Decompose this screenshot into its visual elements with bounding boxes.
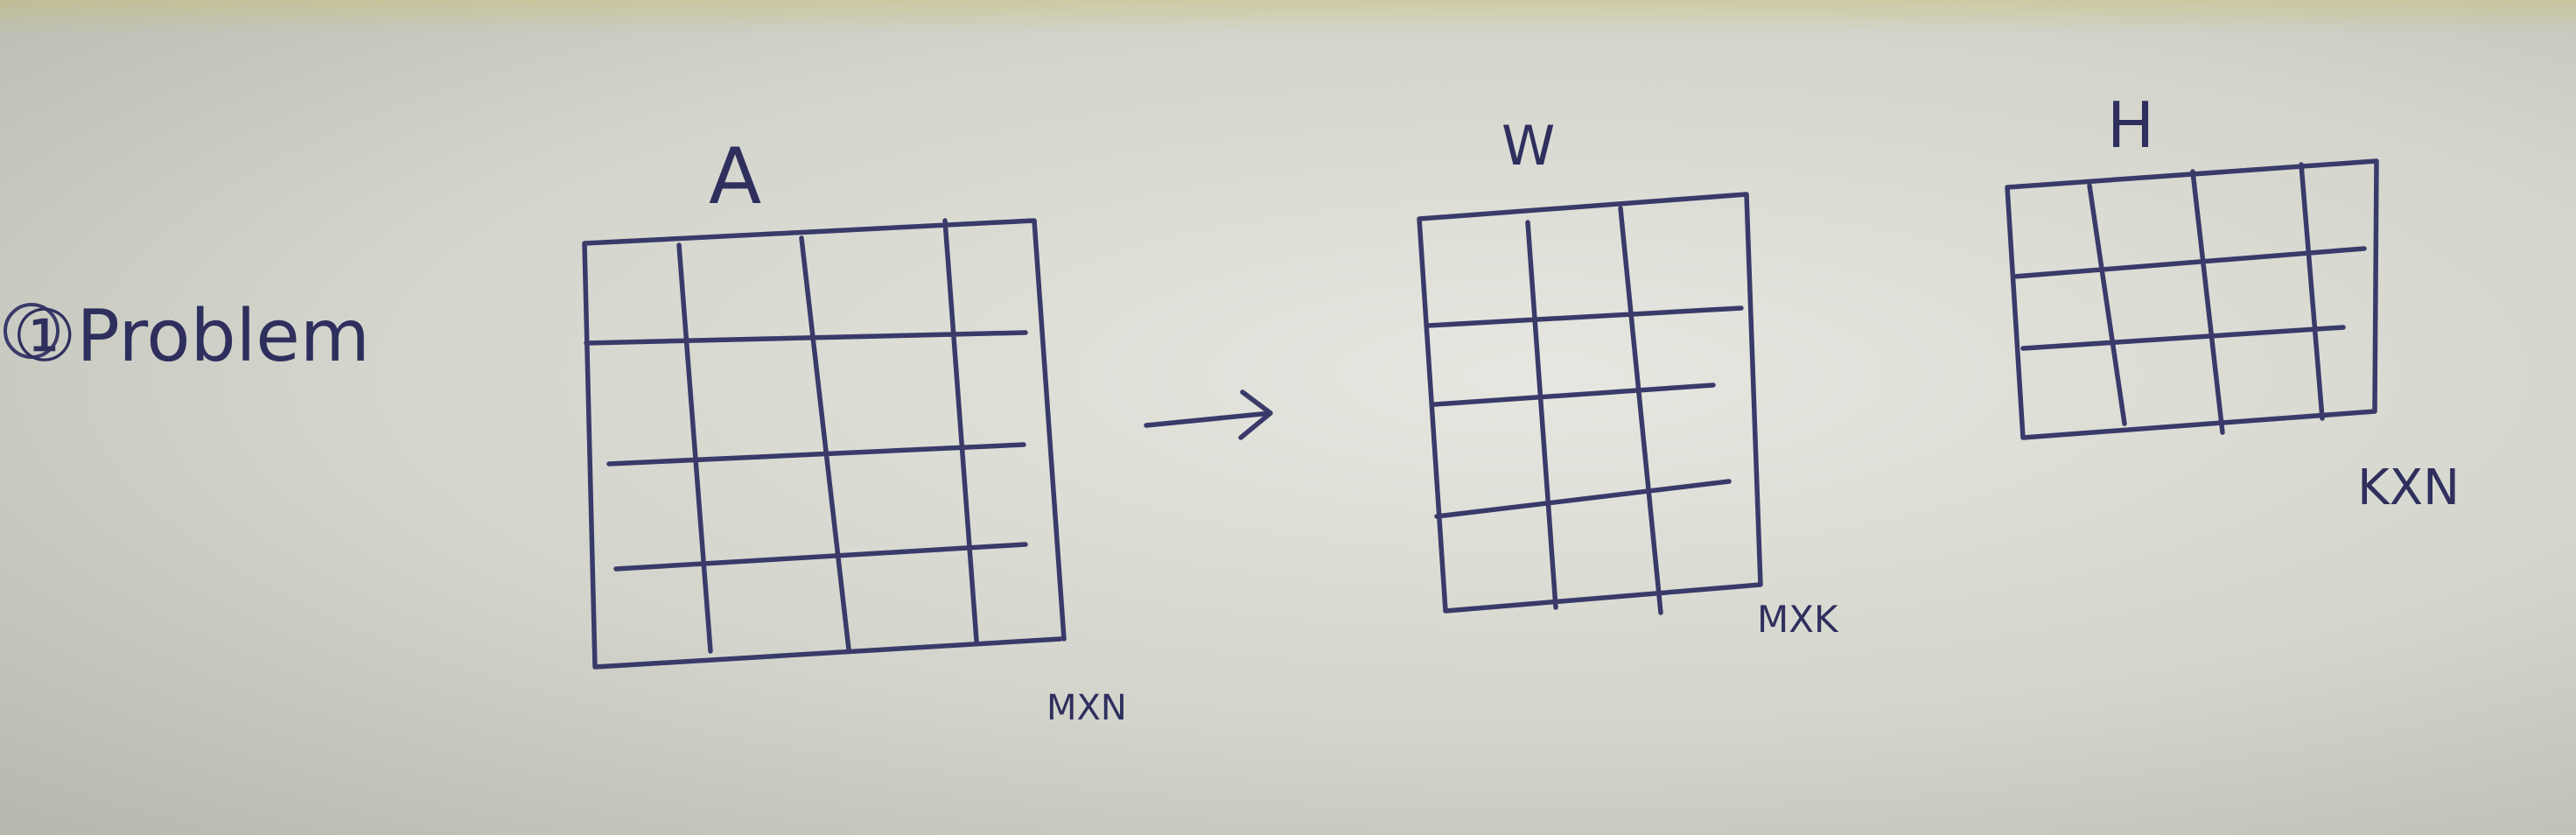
matrix-a-grid xyxy=(582,218,1067,670)
matrix-w: W MXK xyxy=(1417,114,1839,641)
matrix-h-grid xyxy=(2005,158,2379,440)
matrix-w-title: W xyxy=(1502,114,1555,178)
problem-label-text: ①Problem xyxy=(12,295,370,378)
matrix-h: H KXN xyxy=(2005,88,2460,516)
circled-number-outline xyxy=(4,303,60,359)
matrix-w-dims: MXK xyxy=(1757,598,1839,641)
matrix-a-title: A xyxy=(709,131,761,221)
matrix-h-dims: KXN xyxy=(2357,460,2460,516)
matrix-w-grid xyxy=(1417,192,1763,615)
matrix-h-title: H xyxy=(2107,88,2154,162)
problem-label: ①Problem xyxy=(4,295,370,378)
matrix-a-dims: MXN xyxy=(1046,688,1127,728)
arrow-icon xyxy=(1144,389,1273,440)
matrix-a: A MXN xyxy=(582,131,1127,728)
paper-edge-shade xyxy=(0,0,2576,35)
maps-to-arrow xyxy=(1144,389,1273,440)
